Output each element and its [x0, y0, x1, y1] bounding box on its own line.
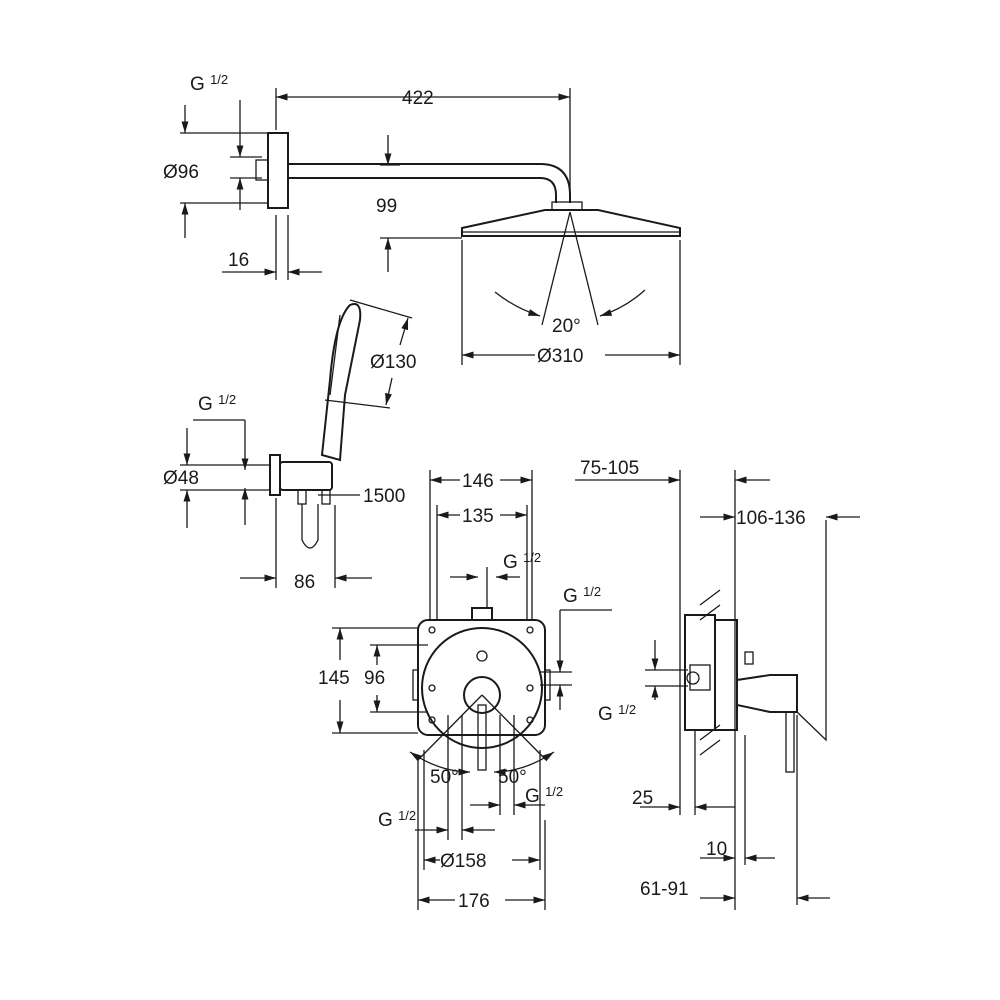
label-thread-hand: G 1/2 [198, 392, 236, 415]
dim-flange-depth: 16 [228, 250, 249, 271]
shower-arm [288, 163, 571, 203]
dim-tilt-angle: 20° [552, 316, 581, 337]
dim-arm-length: 422 [402, 88, 434, 109]
hand-shower [320, 303, 362, 462]
head-shower-view: 422 G 1/2 Ø96 16 99 20° Ø3 [163, 72, 681, 367]
mixer-body-side [736, 674, 798, 713]
shower-head [461, 209, 681, 237]
dim-box-height-outer: 145 [318, 668, 350, 689]
dim-drop: 99 [376, 196, 397, 217]
dim-hose-length: 1500 [363, 486, 405, 507]
dim-box-width-outer: 146 [462, 471, 494, 492]
label-thread-top: G 1/2 [503, 550, 541, 573]
dim-box-height-inner: 96 [364, 668, 385, 689]
dim-install-depth: 75-105 [580, 458, 639, 479]
dim-offset-25: 25 [632, 788, 653, 809]
label-thread-head: G 1/2 [190, 72, 228, 95]
label-thread-bottom-right: G 1/2 [525, 784, 563, 807]
dim-projection: 86 [294, 572, 315, 593]
label-thread-bottom-left: G 1/2 [378, 808, 416, 831]
dim-wall-range: 61-91 [640, 879, 689, 900]
wall-flange [267, 132, 289, 209]
dim-angle-right: 50° [498, 767, 527, 788]
wall-hatching [699, 589, 721, 756]
dim-offset-10: 10 [706, 839, 727, 860]
dim-plate-width: 176 [458, 891, 490, 912]
mixer-handle [463, 676, 501, 714]
cover-plate [421, 627, 543, 749]
mixer-side-view: 75-105 106-136 G 1/2 25 10 61-91 [575, 458, 860, 910]
label-thread-right: G 1/2 [563, 584, 601, 607]
hand-shower-view: Ø130 G 1/2 Ø48 1500 86 [163, 299, 416, 593]
dim-angle-left: 50° [430, 767, 459, 788]
label-thread-side: G 1/2 [598, 702, 636, 725]
dim-plate-diameter: Ø158 [440, 851, 486, 872]
dim-projection-range: 106-136 [736, 508, 806, 529]
dim-box-width-inner: 135 [462, 506, 494, 527]
dim-flange-diameter: Ø96 [163, 162, 199, 183]
dim-head-diameter: Ø310 [537, 346, 583, 367]
mixer-front-view: 146 135 G 1/2 G 1/2 145 96 50° [318, 470, 612, 912]
hose [301, 504, 319, 549]
dim-hand-head-diameter: Ø130 [370, 352, 416, 373]
wall-outlet-holder [279, 461, 333, 491]
dim-outlet-diameter: Ø48 [163, 468, 199, 489]
